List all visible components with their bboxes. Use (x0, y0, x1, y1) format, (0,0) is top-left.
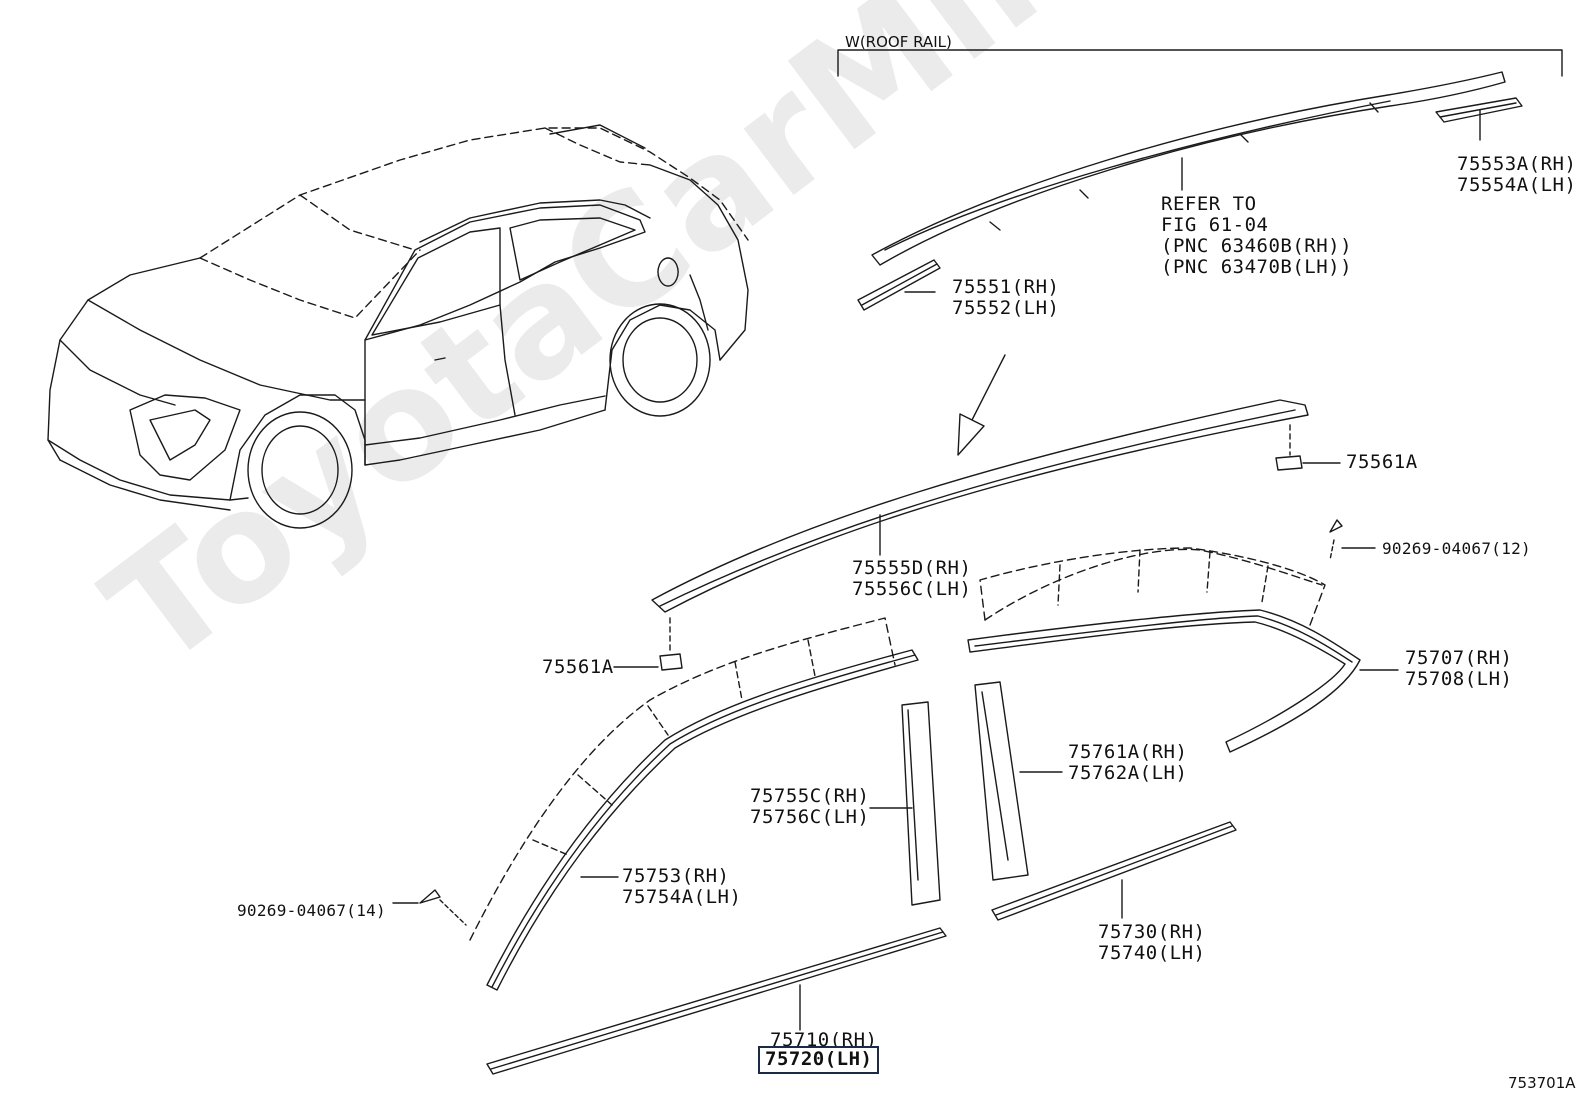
refer-to-line1: REFER TO (1161, 193, 1257, 215)
roof-rail-bracket (837, 49, 1563, 77)
clip-75561-right (1275, 424, 1341, 471)
part-75756c-lh-label: 75756C(LH) (750, 806, 870, 828)
part-75755c-rh-label: 75755C(RH) (750, 785, 870, 807)
roof-rail-header-label: W(ROOF RAIL) (845, 33, 952, 51)
figure-id: 753701A (1508, 1074, 1576, 1092)
part-75761a-rh-label: 75761A(RH) (1068, 741, 1188, 763)
refer-to-line3: (PNC 63460B(RH)) (1161, 235, 1353, 257)
vehicle-illustration (47, 124, 749, 529)
part-75753-rh-label: 75753(RH) (622, 865, 730, 887)
part-75710-rh-label: 75710(RH) (770, 1029, 878, 1051)
roof-drip-moulding-75555 (651, 399, 1309, 613)
part-75555d-rh-label: 75555D(RH) (852, 557, 972, 579)
part-75707-rh-label: 75707(RH) (1405, 647, 1513, 669)
rear-belt-moulding-75730 (991, 821, 1237, 921)
front-pillar-garnish-75755 (869, 701, 941, 906)
clip-90269-12-label: 90269-04067(12) (1382, 539, 1531, 558)
clip-90269-upper (1329, 519, 1376, 561)
roof-rail-front-cover-75551 (857, 259, 941, 311)
roof-rail-end-cover-75553 (1435, 97, 1523, 141)
part-75561a-right-label: 75561A (1346, 451, 1418, 473)
rear-pillar-garnish-75761 (974, 681, 1063, 881)
front-door-frame-moulding-75753 (469, 617, 919, 991)
front-belt-moulding-75710 (486, 927, 947, 1075)
part-75553a-rh-label: 75553A(RH) (1457, 153, 1577, 175)
part-75730-rh-label: 75730(RH) (1098, 921, 1206, 943)
part-75740-lh-label: 75740(LH) (1098, 942, 1206, 964)
part-75554a-lh-label: 75554A(LH) (1457, 174, 1577, 196)
part-75561a-left-label: 75561A (542, 656, 614, 678)
refer-to-line4: (PNC 63470B(LH)) (1161, 256, 1353, 278)
part-75754a-lh-label: 75754A(LH) (622, 886, 742, 908)
rear-door-frame-moulding-75707 (967, 547, 1399, 753)
part-75552-lh-label: 75552(LH) (952, 297, 1060, 319)
refer-to-line2: FIG 61-04 (1161, 214, 1269, 236)
part-75708-lh-label: 75708(LH) (1405, 668, 1513, 690)
clip-90269-lower (392, 889, 467, 926)
part-75762a-lh-label: 75762A(LH) (1068, 762, 1188, 784)
clip-90269-14-label: 90269-04067(14) (237, 901, 386, 920)
part-75556c-lh-label: 75556C(LH) (852, 578, 972, 600)
clip-75561-left (613, 617, 683, 671)
part-75551-rh-label: 75551(RH) (952, 276, 1060, 298)
direction-arrow (957, 354, 1006, 456)
roof-rail-assembly (871, 71, 1506, 266)
part-75720-lh-highlighted-label[interactable]: 75720(LH) (758, 1046, 880, 1074)
